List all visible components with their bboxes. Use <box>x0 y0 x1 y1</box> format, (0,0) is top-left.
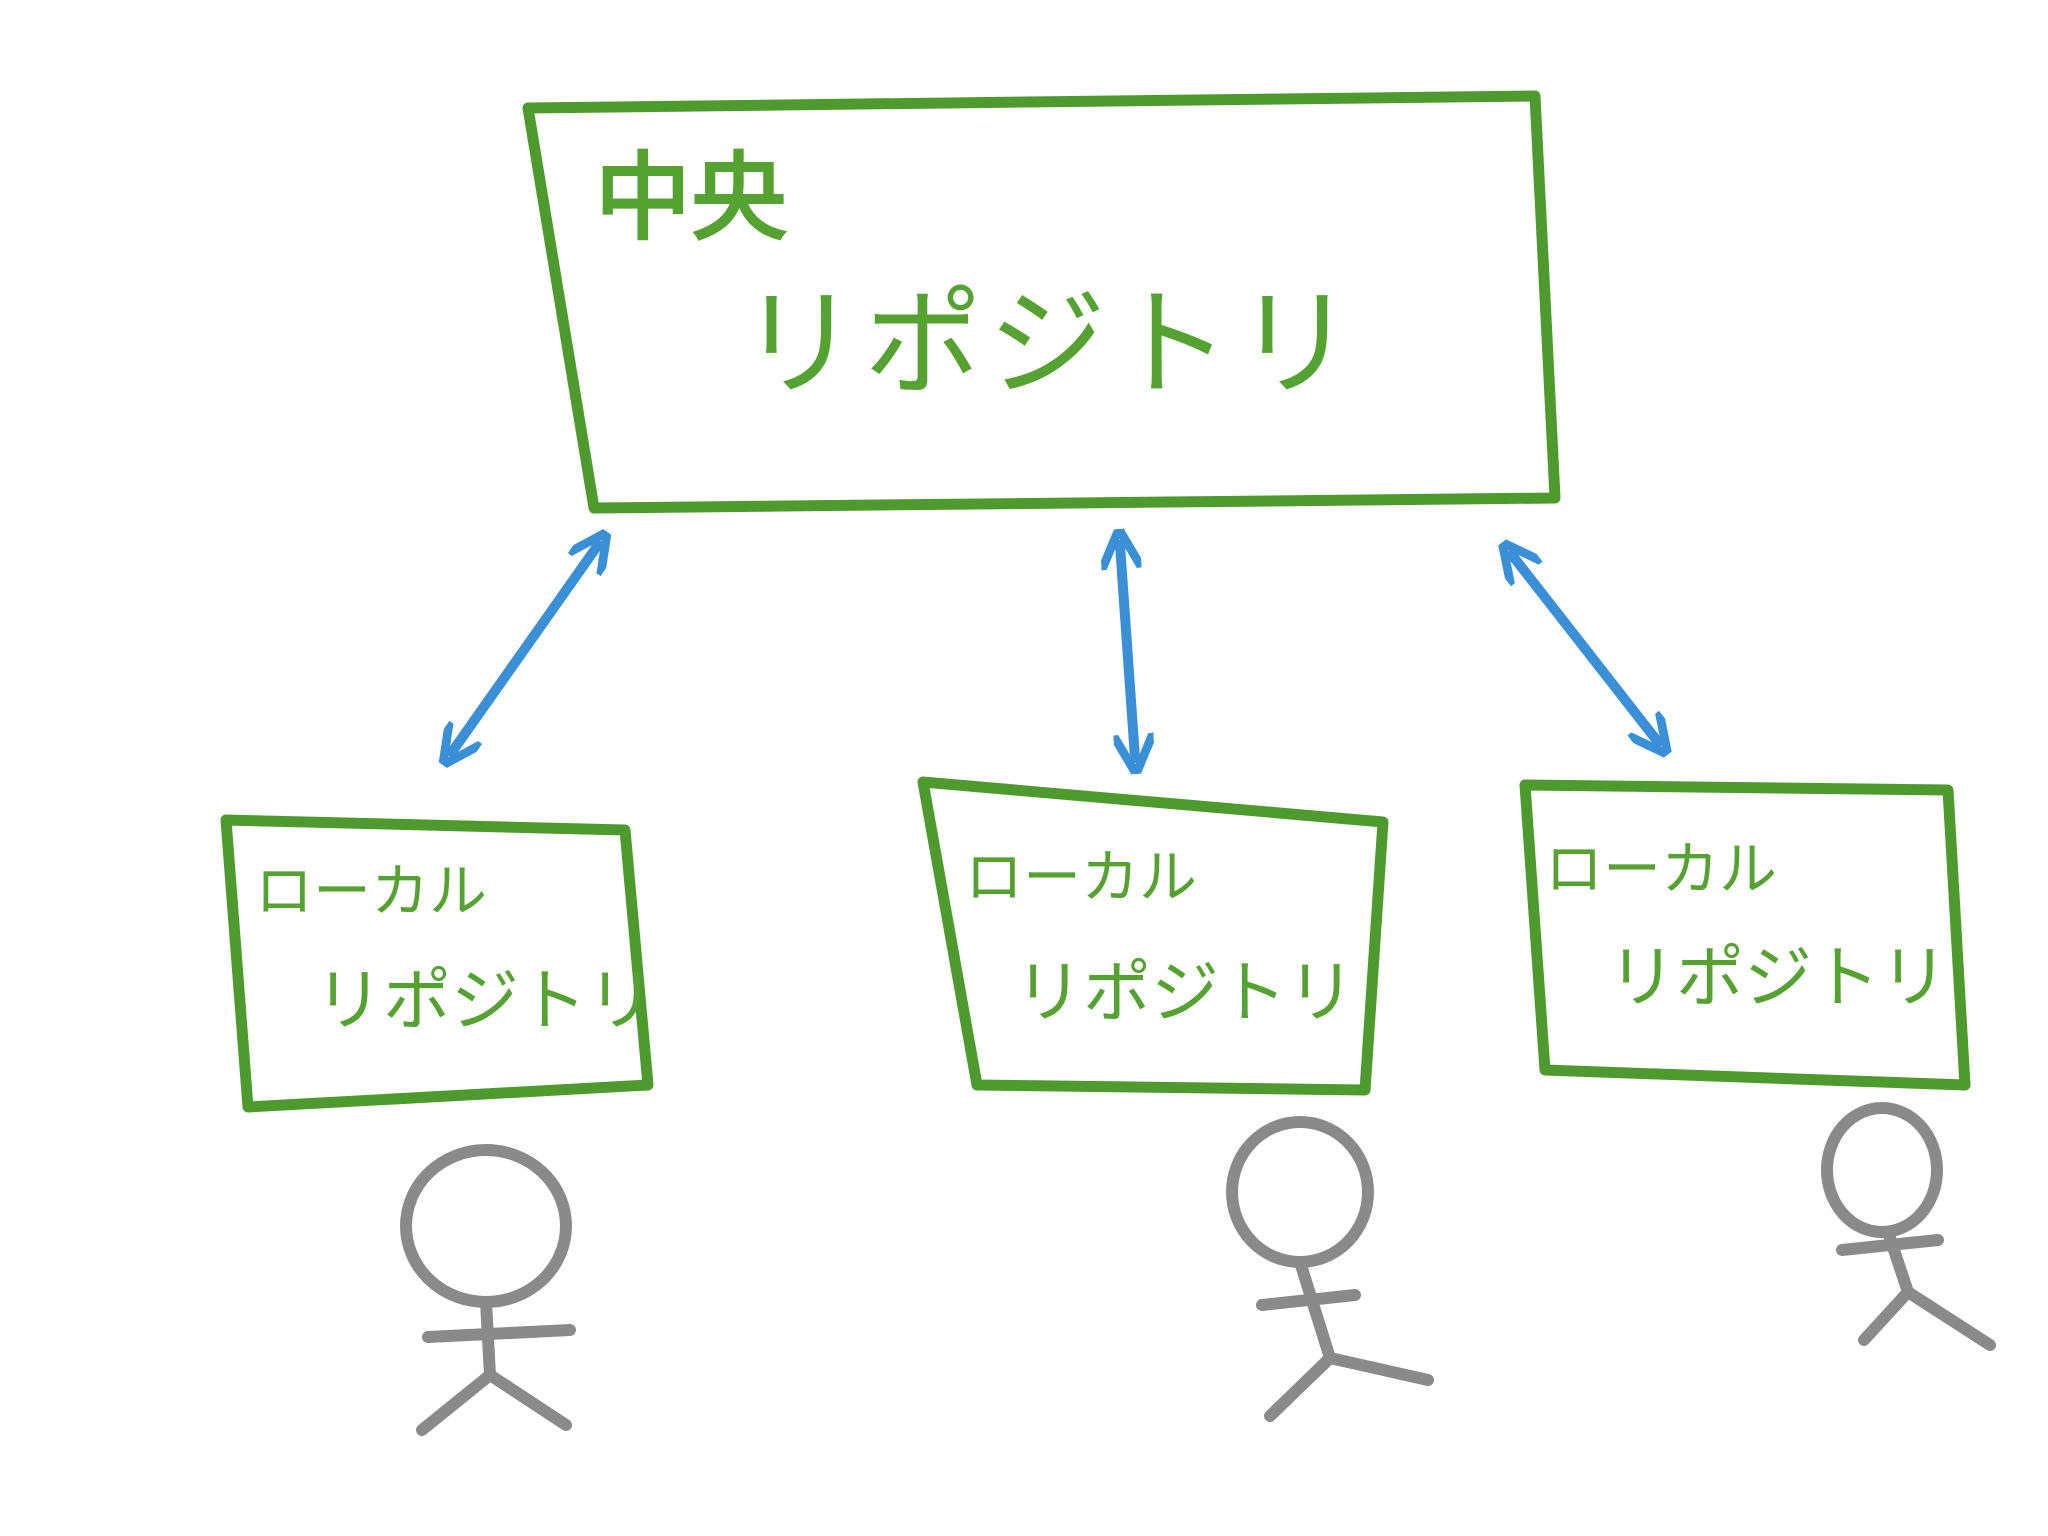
local-repository-subtitle-1: リポジトリ <box>315 962 656 1041</box>
local-repository-subtitle-2: リポジトリ <box>1015 954 1356 1033</box>
central-repository-title: 中央 <box>595 142 787 254</box>
person-icon <box>1821 1102 1996 1351</box>
local-repository-title-1: ローカル <box>255 857 488 925</box>
sync-arrow-3 <box>1512 555 1658 742</box>
sync-arrow-1 <box>452 545 598 752</box>
local-repository-title-2: ローカル <box>965 843 1198 911</box>
local-repository-box-2 <box>917 776 1389 1096</box>
person-icon <box>400 1144 576 1436</box>
local-repository-box-1 <box>220 814 654 1113</box>
local-repository-box-3 <box>1519 779 1971 1091</box>
central-repository-subtitle: リポジトリ <box>740 275 1361 413</box>
local-repository-subtitle-3: リポジトリ <box>1608 939 1949 1018</box>
central-repository-box <box>522 90 1561 514</box>
sync-arrow-2 <box>1120 545 1135 758</box>
local-repository-title-3: ローカル <box>1545 835 1778 903</box>
person-icon <box>1226 1116 1434 1422</box>
